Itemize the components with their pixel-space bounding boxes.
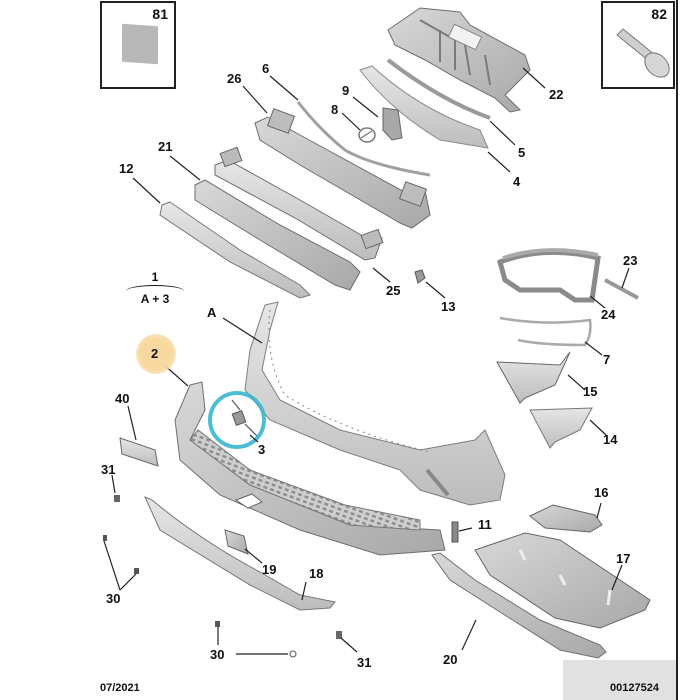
callout-2: 2 <box>151 346 159 361</box>
callout-31-left: 31 <box>101 462 116 477</box>
callout-30-left: 30 <box>106 591 121 606</box>
part-13-clip <box>414 269 426 284</box>
adhesive-pad-icon <box>122 23 158 65</box>
part-31-fastener-left <box>114 495 120 502</box>
part-21-bumper-beam <box>194 179 361 291</box>
inset-82: 82 <box>601 1 675 89</box>
part-12-absorber <box>159 201 311 299</box>
callout-19: 19 <box>262 562 277 577</box>
part-9-emblem-bracket <box>382 107 403 141</box>
callout-6: 6 <box>262 61 270 76</box>
callout-16: 16 <box>594 485 609 500</box>
part-15-fog-bezel <box>496 351 571 404</box>
part-20-lower-absorber <box>431 552 607 659</box>
diagram-frame-right <box>676 0 678 700</box>
footer-reference: 00127524 <box>610 682 659 694</box>
callout-3: 3 <box>258 442 266 457</box>
callout-30-bottom: 30 <box>210 647 225 662</box>
part-8-badge <box>358 127 376 143</box>
part-30-screw-d <box>289 650 297 658</box>
part-30-screw-c <box>215 621 220 627</box>
part-30-screw-a <box>103 535 107 541</box>
assembly-note-brace <box>126 285 184 291</box>
callout-17: 17 <box>616 551 631 566</box>
callout-24: 24 <box>601 307 616 322</box>
part-14-fog-bezel <box>529 407 593 449</box>
callout-15: 15 <box>583 384 598 399</box>
leader-lines <box>103 67 630 655</box>
callout-7: 7 <box>603 352 611 367</box>
part-3-sensor-bracket <box>231 399 259 438</box>
part-30-screw-b <box>134 568 139 574</box>
inset-81-label: 81 <box>152 6 168 22</box>
callout-11: 11 <box>478 517 492 532</box>
callout-26: 26 <box>227 71 242 86</box>
part-6-upper-trim <box>296 101 431 177</box>
watermark-logo <box>563 660 676 700</box>
part-16-deflector <box>529 504 603 533</box>
callout-A: A <box>207 305 217 320</box>
inset-82-label: 82 <box>651 6 667 22</box>
assembly-note: 1 A + 3 <box>126 270 184 306</box>
footer-date: 07/2021 <box>100 682 140 694</box>
part-22-upper-frame <box>387 7 531 113</box>
part-5-trim-moulding <box>386 58 491 120</box>
callout-9: 9 <box>342 83 350 98</box>
callout-8: 8 <box>331 102 339 117</box>
part-4-grille-panel <box>359 65 489 149</box>
part-40-plate <box>119 437 159 467</box>
part-26-reinforcement <box>254 108 431 229</box>
callout-23: 23 <box>623 253 638 268</box>
callout-40: 40 <box>115 391 130 406</box>
part-11-clip <box>451 521 459 543</box>
part-2-lower-grille <box>174 381 446 556</box>
part-24-grille-surround <box>496 249 601 303</box>
pin-rivet-icon <box>616 28 670 78</box>
assembly-note-top: 1 <box>151 270 159 284</box>
part-7-chrome-trim <box>499 316 592 347</box>
callout-22: 22 <box>549 87 564 102</box>
part-23-side-trim <box>604 278 639 300</box>
callout-2-highlight-badge <box>136 334 176 374</box>
callout-12: 12 <box>119 161 134 176</box>
callout-5: 5 <box>518 145 526 160</box>
highlight-circle-3 <box>208 391 266 449</box>
part-19-tow-cover <box>224 529 249 555</box>
callout-13: 13 <box>441 299 456 314</box>
callout-20: 20 <box>443 652 458 667</box>
callout-25: 25 <box>386 283 401 298</box>
assembly-note-bottom: A + 3 <box>140 292 170 306</box>
callout-18: 18 <box>309 566 324 581</box>
callout-31-bottom: 31 <box>357 655 372 670</box>
callout-4: 4 <box>513 174 521 189</box>
part-18-spoiler-lip <box>144 496 336 611</box>
callout-21: 21 <box>158 139 173 154</box>
callout-14: 14 <box>603 432 618 447</box>
part-31-fastener-bottom <box>336 631 342 639</box>
part-A-bumper-cover <box>244 301 506 506</box>
inset-81: 81 <box>100 1 176 89</box>
part-25-lower-beam <box>214 146 384 261</box>
